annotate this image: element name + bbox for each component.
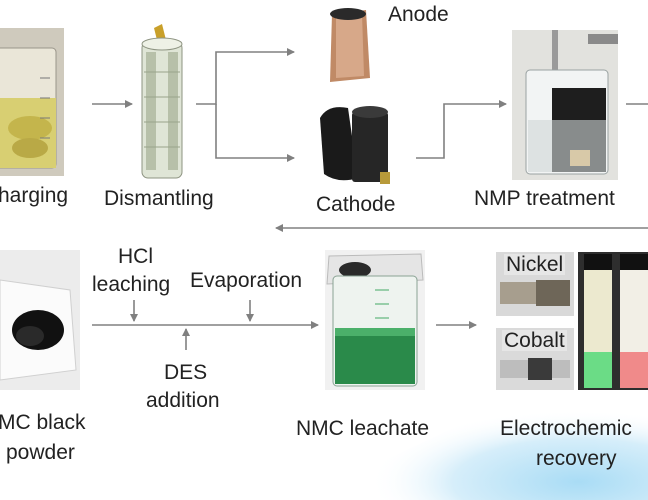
label-black-powder-line2: powder [6, 441, 75, 464]
discharging-beaker-photo [0, 28, 64, 176]
label-leaching: leaching [92, 273, 171, 296]
label-black-powder-line1: MC black [0, 411, 86, 434]
arrow-cathode-to-nmp [416, 100, 507, 159]
label-nickel: Nickel [504, 253, 566, 276]
label-anode: Anode [388, 3, 449, 26]
label-des: DES [164, 361, 208, 384]
nmc-black-powder-photo [0, 250, 80, 390]
label-electrochemical-line2: recovery [536, 447, 617, 470]
anode-copper-roll-photo [326, 6, 374, 84]
label-dismantling: Dismantling [104, 187, 214, 210]
label-discharging: harging [0, 184, 69, 207]
cathode-black-roll-photo [318, 98, 396, 186]
label-nmc-leachate: NMC leachate [296, 417, 430, 440]
electrochemical-vials-photo [578, 252, 648, 390]
arrow-dismantle-branch-lower [215, 104, 295, 162]
label-cathode: Cathode [316, 193, 396, 216]
label-electrochemical-line1: Electrochemic [500, 417, 632, 440]
arrow-dismantle-branch [196, 48, 295, 105]
label-addition: addition [146, 389, 220, 412]
nmp-treatment-beaker-photo [512, 30, 618, 180]
label-evaporation: Evaporation [190, 269, 303, 292]
label-hcl: HCl [118, 245, 153, 268]
nmc-leachate-beaker-photo [325, 250, 425, 390]
label-nmp-treatment: NMP treatment [474, 187, 615, 210]
label-cobalt: Cobalt [502, 329, 567, 352]
battery-cell-photo [140, 22, 184, 180]
